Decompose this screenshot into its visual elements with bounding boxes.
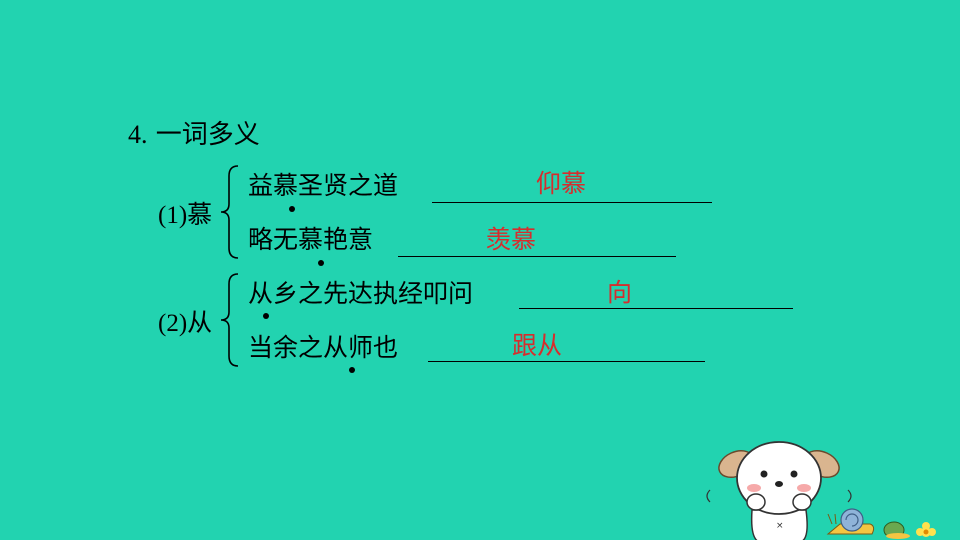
flower-icon: [916, 522, 936, 537]
section-number: 4.: [128, 120, 148, 149]
emphasis-dot: [349, 367, 355, 373]
answer-2-1: 向: [607, 278, 633, 307]
puppy-mascot-icon: ×: [706, 441, 936, 540]
section-heading: 4. 一词多义: [128, 118, 260, 152]
emphasis-dot: [318, 260, 324, 266]
group-word: 从: [187, 308, 213, 337]
group-index: (2): [158, 310, 188, 337]
group-label-2: (2)从: [158, 307, 212, 340]
answer-1-2: 羡慕: [486, 225, 537, 254]
group-word: 慕: [187, 200, 213, 229]
answer-blank: [519, 308, 793, 309]
group-label-1: (1)慕: [158, 199, 212, 232]
sentence-2-2: 当余之从师也: [248, 333, 399, 362]
answer-blank: [398, 256, 676, 257]
sentence-1-1: 益慕圣贤之道: [248, 171, 399, 200]
svg-text:×: ×: [776, 521, 784, 531]
group-index: (1): [158, 202, 188, 229]
sentence-2-1: 从乡之先达执经叩问: [248, 279, 474, 308]
section-title: 一词多义: [155, 120, 260, 150]
sentence-1-2: 略无慕艳意: [248, 225, 374, 254]
answer-blank: [428, 361, 705, 362]
small-snail-icon: [883, 521, 910, 539]
answer-blank: [432, 202, 712, 203]
brace-icon: [220, 273, 239, 367]
answer-1-1: 仰慕: [536, 169, 587, 198]
emphasis-dot: [289, 206, 295, 212]
snail-icon: [826, 508, 875, 535]
answer-2-2: 跟从: [512, 331, 563, 360]
brace-icon: [220, 165, 239, 259]
emphasis-dot: [263, 313, 269, 319]
